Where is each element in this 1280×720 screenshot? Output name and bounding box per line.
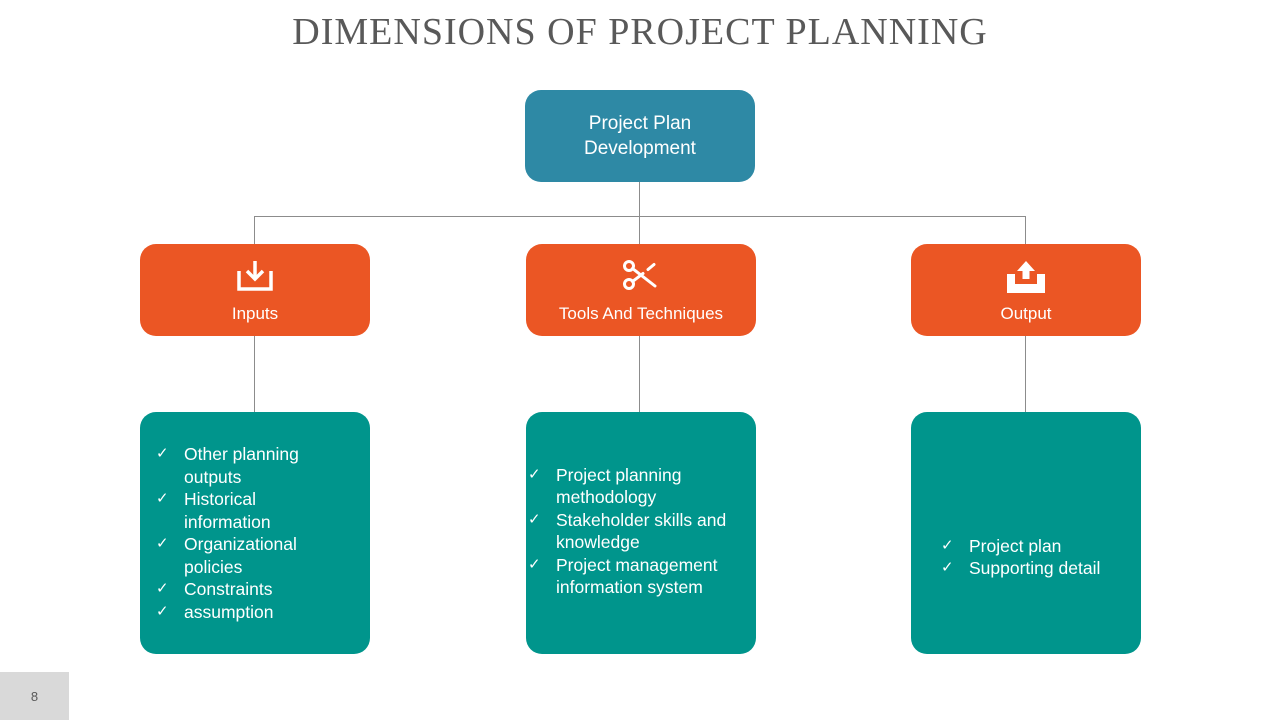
list-item: ✓Organizational policies <box>156 534 297 577</box>
check-icon: ✓ <box>156 580 169 597</box>
output-checklist: ✓Project plan ✓Supporting detail <box>939 535 1100 580</box>
list-item: ✓Supporting detail <box>941 558 1101 578</box>
page-title: DIMENSIONS OF PROJECT PLANNING <box>292 11 988 53</box>
list-item: ✓Project planning methodology <box>528 464 682 508</box>
inputs-detail-box: ✓Other planning outputs ✓Historical info… <box>140 412 370 654</box>
download-tray-icon <box>237 261 273 291</box>
project-plan-development-box: Project Plan Development <box>525 90 755 182</box>
inputs-checklist: ✓Other planning outputs ✓Historical info… <box>154 443 324 623</box>
list-item: ✓Stakeholder skills and knowledge <box>528 509 727 553</box>
check-icon: ✓ <box>156 602 169 620</box>
check-icon: ✓ <box>156 445 169 462</box>
list-item: ✓Project management information system <box>528 554 718 598</box>
tools-detail-box: ✓Project planning methodology ✓Stakehold… <box>526 412 756 654</box>
check-icon: ✓ <box>528 510 541 528</box>
tools-icon <box>623 260 657 290</box>
upload-tray-icon <box>1007 261 1045 293</box>
check-icon: ✓ <box>156 490 169 507</box>
check-icon: ✓ <box>156 535 169 552</box>
check-icon: ✓ <box>528 465 541 483</box>
list-item: ✓Constraints <box>156 579 273 599</box>
list-item: ✓Project plan <box>941 535 1062 556</box>
tools-and-techniques-box: Tools And Techniques <box>526 244 756 336</box>
root-label: Project Plan Development <box>584 113 696 159</box>
output-box: Output <box>911 244 1141 336</box>
tools-label: Tools And Techniques <box>558 304 724 323</box>
slide-number: 8 <box>0 672 69 720</box>
check-icon: ✓ <box>528 555 541 573</box>
inputs-label: Inputs <box>231 304 279 323</box>
list-item: ✓Other planning outputs <box>156 444 299 487</box>
output-detail-box: ✓Project plan ✓Supporting detail <box>911 412 1141 654</box>
list-item: ✓Historical information <box>156 489 271 532</box>
check-icon: ✓ <box>941 536 954 554</box>
tools-checklist: ✓Project planning methodology ✓Stakehold… <box>526 464 736 599</box>
check-icon: ✓ <box>941 559 954 576</box>
output-label: Output <box>1000 304 1052 323</box>
list-item: ✓assumption <box>156 601 274 622</box>
inputs-box: Inputs <box>140 244 370 336</box>
